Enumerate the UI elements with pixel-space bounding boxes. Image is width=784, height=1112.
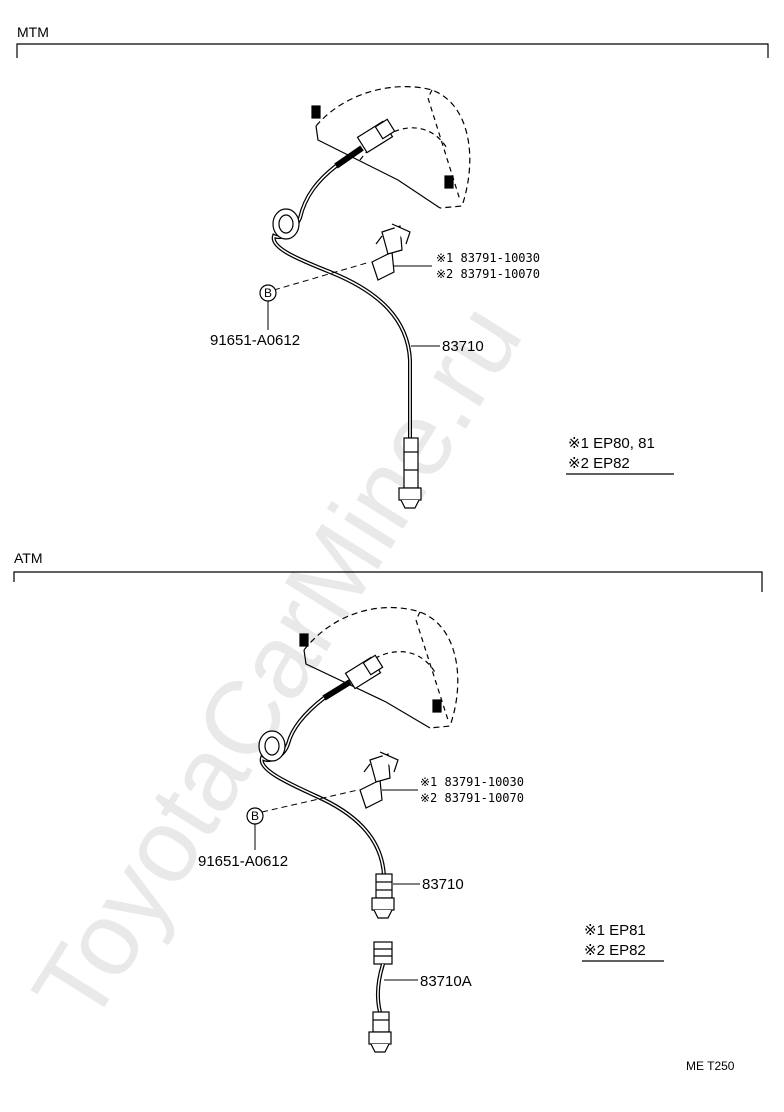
mtm-bolt-mark-letter: B xyxy=(264,286,272,300)
mtm-clip xyxy=(371,223,411,281)
watermark: ToyotaCarMine.ru xyxy=(11,285,544,1043)
atm-legend-2: ※2 EP82 xyxy=(584,942,646,959)
atm-grommet xyxy=(258,730,286,762)
mtm-cable-part: 83710 xyxy=(442,338,484,355)
atm-bolt-mark-letter: B xyxy=(251,809,259,823)
mtm-section: MTM xyxy=(16,24,769,509)
mtm-bolt-dashline xyxy=(273,261,371,291)
atm-section: ATM xyxy=(13,550,763,1053)
footer-code: ME T250 xyxy=(686,1059,735,1073)
atm-clip-label-2: ※2 83791-10070 xyxy=(420,791,524,805)
mtm-clip-label-1: ※1 83791-10030 xyxy=(436,251,540,265)
atm-meter-connector xyxy=(322,654,384,701)
mtm-legend-2: ※2 EP82 xyxy=(568,455,630,472)
mtm-legend-1: ※1 EP80, 81 xyxy=(568,435,655,452)
atm-short-cable-part: 83710A xyxy=(420,973,472,990)
mtm-meter-housing xyxy=(311,86,471,209)
atm-short-cable xyxy=(368,941,393,1053)
atm-clip xyxy=(359,751,399,809)
mtm-section-title: MTM xyxy=(17,24,49,40)
atm-cable-end-fitting xyxy=(371,873,395,919)
atm-section-bracket xyxy=(13,571,763,592)
mtm-meter-connector xyxy=(334,118,396,169)
atm-clip-label-1: ※1 83791-10030 xyxy=(420,775,524,789)
atm-section-title: ATM xyxy=(14,550,43,566)
mtm-section-bracket xyxy=(16,43,769,58)
atm-bolt-part: 91651-A0612 xyxy=(198,853,288,870)
mtm-grommet xyxy=(272,208,300,240)
atm-bolt-dashline xyxy=(261,789,359,813)
mtm-clip-label-2: ※2 83791-10070 xyxy=(436,267,540,281)
mtm-cable-end-fitting xyxy=(398,437,422,509)
atm-cable-part: 83710 xyxy=(422,876,464,893)
mtm-bolt-part: 91651-A0612 xyxy=(210,332,300,349)
atm-legend-1: ※1 EP81 xyxy=(584,922,646,939)
